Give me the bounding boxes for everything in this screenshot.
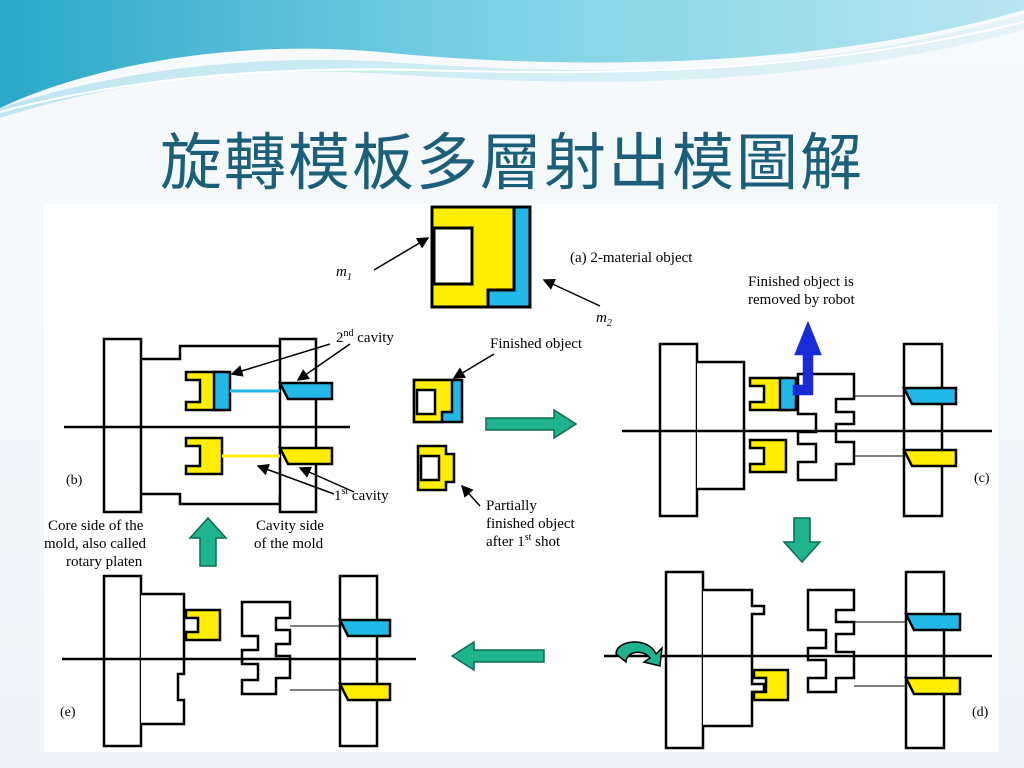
label-panel-b: (b) bbox=[66, 473, 83, 488]
header-swoosh bbox=[0, 0, 1024, 118]
label-finished-object: Finished object bbox=[490, 336, 583, 352]
label-panel-e: (e) bbox=[60, 705, 76, 720]
label-partial-2: finished object bbox=[486, 516, 576, 532]
label-cavity-side-1: Cavity side bbox=[256, 518, 324, 534]
mold-diagram: (a) 2-material object m1 m2 Finished obj… bbox=[44, 204, 998, 752]
label-cavity-2: 2nd cavity bbox=[336, 328, 394, 346]
arrow-right-icon bbox=[485, 408, 578, 440]
panel-b bbox=[64, 337, 350, 514]
label-m1: m1 bbox=[336, 264, 352, 283]
page-title: 旋轉模板多層射出模圖解 bbox=[159, 126, 864, 199]
label-core-1: Core side of the bbox=[48, 518, 144, 534]
finished-object-icon bbox=[412, 378, 464, 424]
partial-object-icon bbox=[416, 444, 456, 492]
label-partial-3: after 1st shot bbox=[486, 532, 561, 550]
label-finished-removed-1: Finished object is bbox=[748, 274, 854, 290]
two-material-object bbox=[430, 205, 532, 309]
label-core-3: rotary platen bbox=[66, 554, 143, 570]
label-material-object: (a) 2-material object bbox=[570, 250, 693, 266]
label-partial-1: Partially bbox=[486, 498, 537, 514]
label-finished-removed-2: removed by robot bbox=[748, 292, 855, 308]
label-cavity-1: 1st cavity bbox=[334, 486, 389, 504]
label-panel-c: (c) bbox=[974, 471, 990, 486]
arrow-down-icon bbox=[782, 517, 822, 564]
panel-d bbox=[604, 570, 992, 750]
label-m2: m2 bbox=[596, 310, 612, 329]
panel-c bbox=[622, 320, 992, 518]
label-core-2: mold, also called bbox=[44, 536, 147, 552]
arrow-left-icon bbox=[450, 640, 545, 672]
rotate-icon bbox=[615, 641, 663, 667]
panel-e bbox=[62, 574, 416, 748]
label-panel-d: (d) bbox=[972, 705, 989, 720]
arrow-up-icon bbox=[188, 516, 228, 567]
label-cavity-side-2: of the mold bbox=[254, 536, 324, 552]
